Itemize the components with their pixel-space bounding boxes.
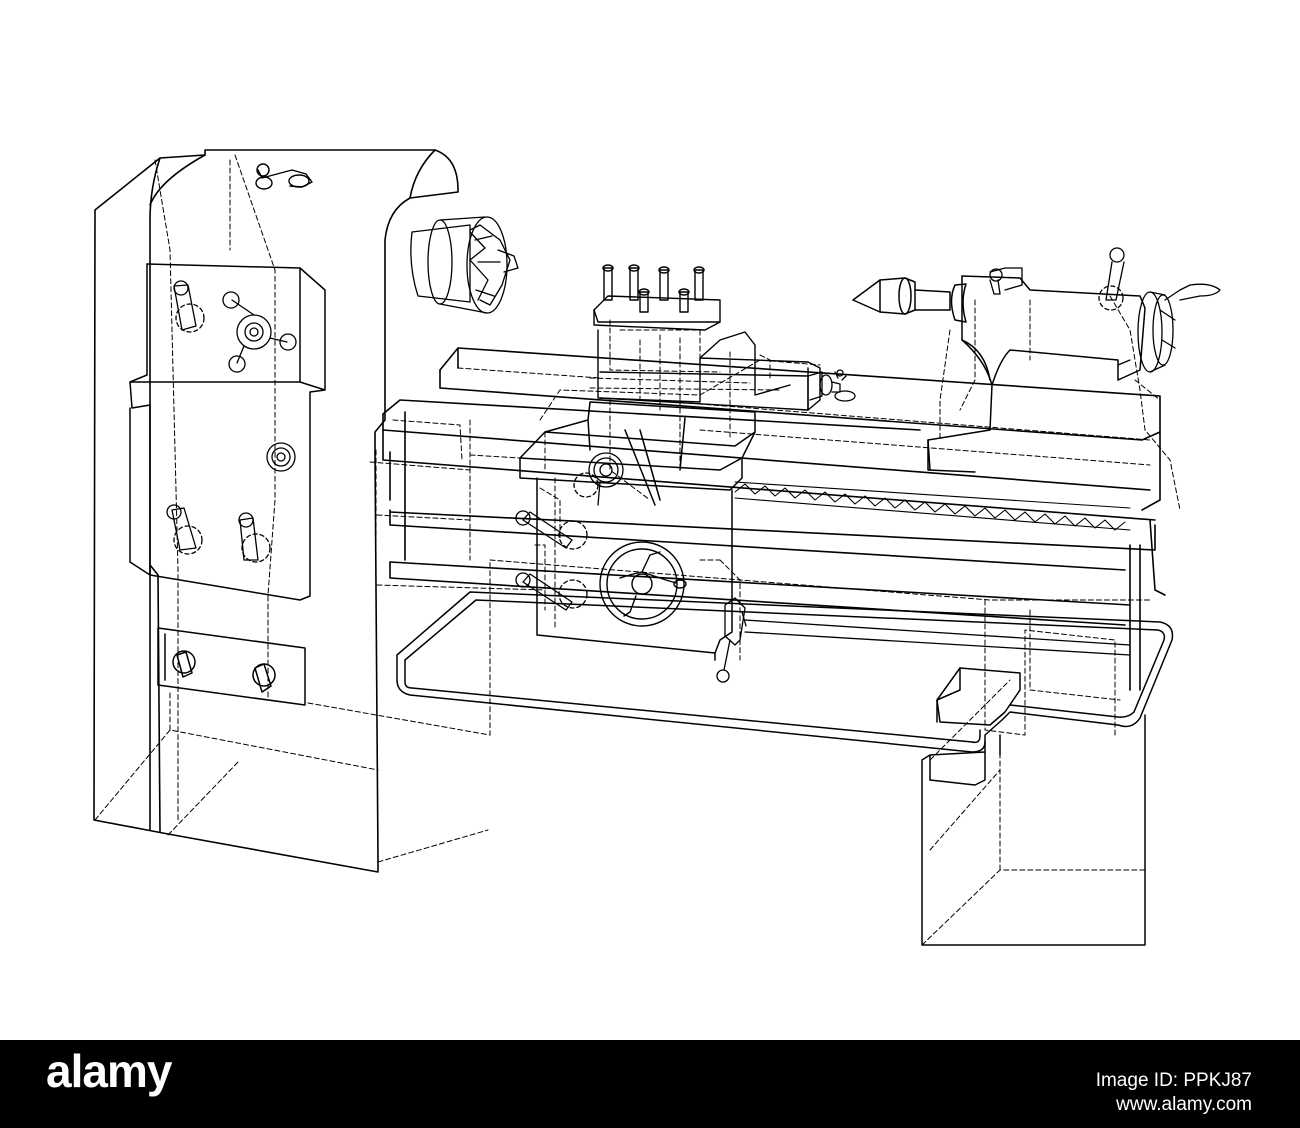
leg-hidden — [921, 754, 1146, 946]
headstock-control-panel — [129, 263, 326, 601]
headstock-cabinet — [93, 149, 459, 873]
cross-slide-handle — [807, 369, 856, 402]
tool-post — [593, 264, 721, 331]
apron — [536, 477, 733, 661]
tailstock-leg — [921, 714, 1146, 946]
carriage-hidden — [457, 359, 821, 471]
bed-hidden-edges — [369, 399, 1151, 761]
panel-levers — [166, 280, 297, 563]
tailstock-hidden — [939, 295, 1181, 511]
apron-handwheel — [599, 541, 687, 627]
cross-slide-hidden — [589, 319, 781, 501]
cabinet-hidden-edges — [94, 154, 491, 863]
image-id-label: Image ID: PPKJ87 — [1095, 1070, 1252, 1091]
saddle — [519, 401, 756, 506]
rack-teeth — [734, 481, 1131, 531]
apron-levers — [515, 510, 588, 611]
lathe-bed — [382, 347, 1166, 691]
apron-hidden — [534, 477, 741, 661]
website-label: www.alamy.com — [1116, 1094, 1252, 1115]
brand-logo: alamy — [46, 1045, 172, 1097]
headstock-top-lever — [255, 163, 313, 190]
lathe-drawing — [93, 149, 1221, 946]
tailstock — [852, 275, 1146, 473]
saddle-small-handwheel — [573, 452, 624, 506]
chip-tray — [396, 591, 1174, 786]
chuck — [410, 216, 519, 314]
feed-lever — [716, 597, 1131, 683]
lower-switch-panel — [157, 627, 306, 706]
watermark-footer: alamy Image ID: PPKJ87 www.alamy.com — [0, 1040, 1300, 1128]
tailstock-handwheel — [989, 247, 1221, 373]
